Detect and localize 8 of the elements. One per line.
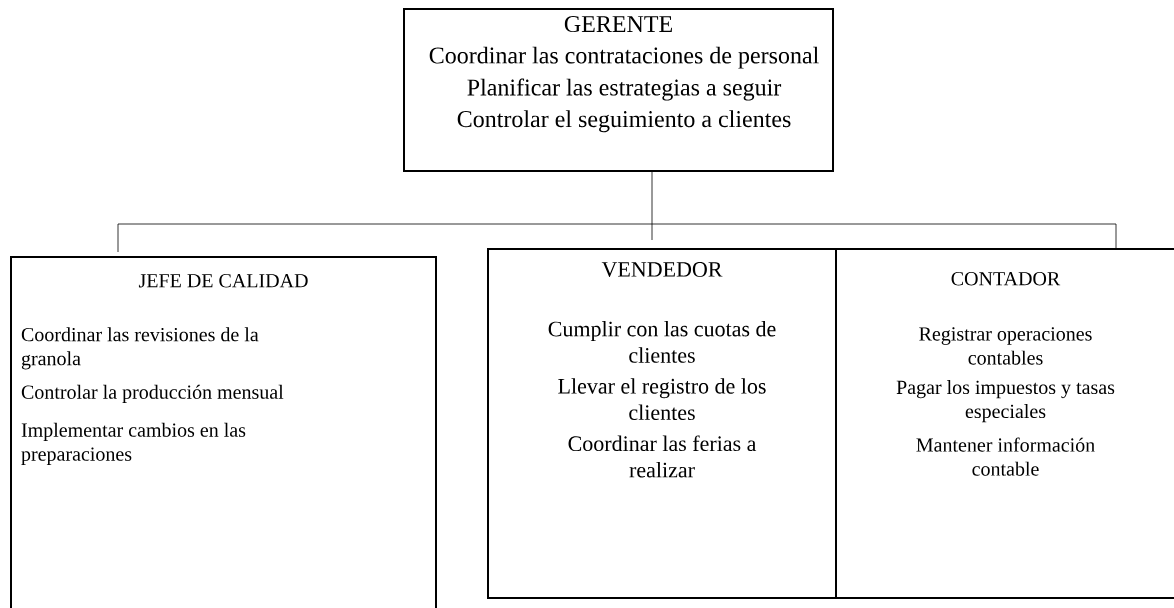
role-box: VENDEDOR Cumplir con las cuotas de clientes Llevar el registro de los clientes Coordinar las ferias a realizar	[487, 248, 837, 599]
connector-line	[1115, 223, 1117, 249]
connector-line	[117, 223, 119, 253]
connector-line	[117, 171, 1117, 225]
role-box: CONTADOR Registrar operaciones contables Pagar los impuestos y tasas especiales Mantener información contable	[835, 248, 1174, 599]
role-box: JEFE DE CALIDAD Coordinar las revisiones de la granola Controlar la producción mensual Implementar cambios en las preparaciones	[10, 256, 437, 608]
connector-line	[651, 223, 653, 241]
manager-box: GERENTE Coordinar las contrataciones de personal Planificar las estrategias a seguir Controlar el seguimiento a clientes	[403, 8, 834, 172]
